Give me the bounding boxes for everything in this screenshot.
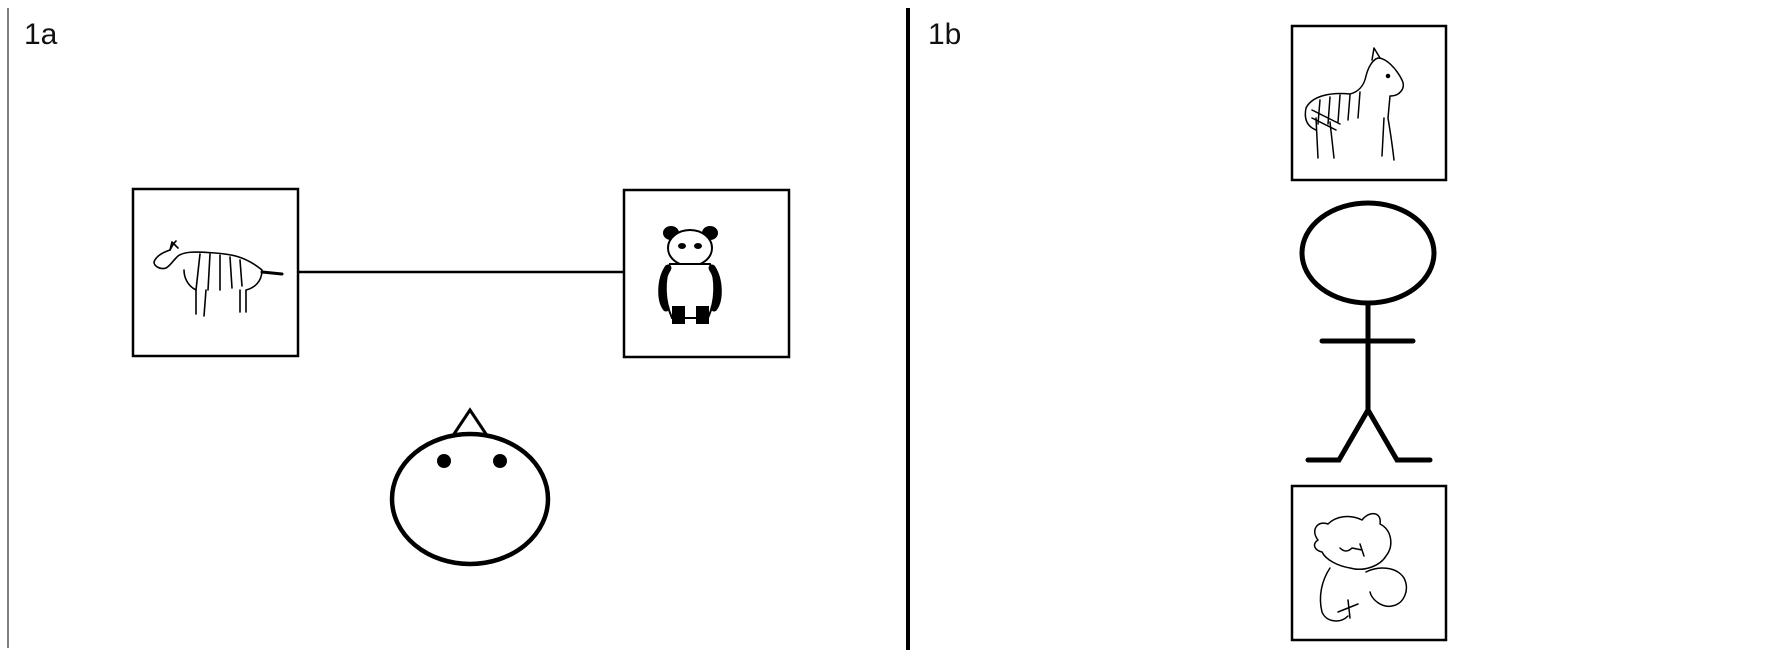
top-zebra-box bbox=[1290, 24, 1448, 182]
zebra-drawing-icon bbox=[153, 240, 284, 317]
panel-label-1b: 1b bbox=[928, 18, 962, 51]
panda-box bbox=[622, 188, 791, 359]
top-zebra-box-frame bbox=[1290, 24, 1448, 182]
zebra-box bbox=[131, 187, 300, 358]
zebra-drawing-icon bbox=[1304, 47, 1404, 161]
panel-1a bbox=[131, 187, 791, 567]
stick-figure-icon bbox=[1299, 200, 1437, 463]
panda-bear-drawing-icon bbox=[658, 226, 722, 324]
panel-label-1a: 1a bbox=[24, 18, 58, 51]
bottom-teddy-box-frame bbox=[1290, 484, 1448, 642]
teddy-bear-drawing-icon bbox=[1313, 512, 1408, 622]
head-with-nose-icon bbox=[389, 407, 551, 567]
panel-1b bbox=[1290, 24, 1448, 642]
bottom-teddy-box bbox=[1290, 484, 1448, 642]
